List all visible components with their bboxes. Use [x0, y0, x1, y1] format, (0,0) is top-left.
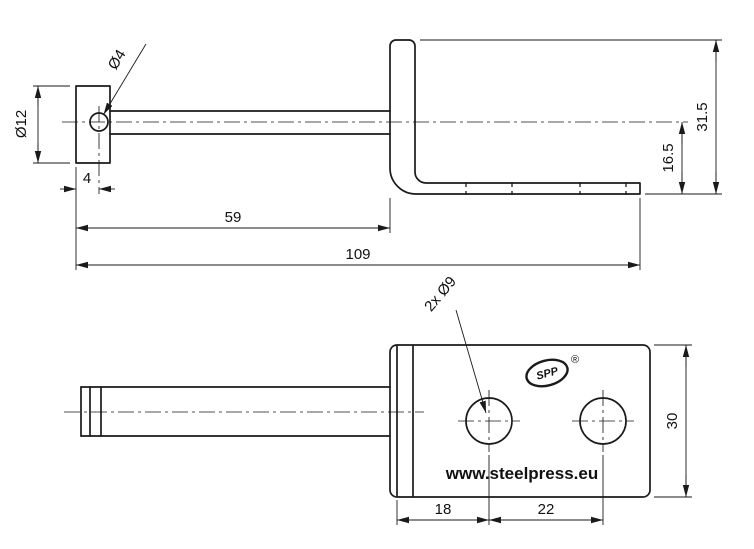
dim-label-rod-length: 59	[225, 209, 242, 226]
dim-rod-length: 59	[75, 167, 391, 270]
dim-holes-note: 2x Ø9	[421, 273, 487, 414]
side-view: Ø4 Ø12 4 59 109	[13, 39, 722, 270]
dim-hole-edge-offset: 4	[60, 170, 115, 193]
plan-view-geometry	[64, 344, 651, 498]
side-view-geometry	[62, 39, 688, 195]
brand-logo: SPP ®	[525, 354, 579, 388]
dim-boss-diameter: Ø12	[13, 85, 70, 164]
registered-mark: ®	[571, 354, 579, 366]
dim-plate-width: 30	[654, 344, 692, 498]
dim-overall-length: 109	[76, 198, 641, 270]
dim-label-overall-height: 31.5	[694, 102, 711, 131]
dim-label-holes-note: 2x Ø9	[421, 273, 460, 315]
dim-label-hole-diameter: Ø4	[105, 47, 130, 73]
mount-plate-outline	[75, 85, 111, 164]
logo-text: SPP	[535, 365, 560, 382]
dim-label-boss-diameter: Ø12	[13, 110, 30, 138]
leader-line	[455, 309, 487, 414]
dim-overall-height: 31.5	[420, 39, 722, 195]
dim-hole-diameter: Ø4	[103, 43, 147, 115]
dim-hole-positions: 18 22	[396, 455, 604, 525]
dim-label-flange-height: 16.5	[660, 143, 677, 172]
website-text: www.steelpress.eu	[445, 464, 598, 483]
plan-view: 2x Ø9 SPP ® www.steelpress.eu 30	[64, 273, 692, 525]
dim-label-overall-length: 109	[345, 246, 370, 263]
dim-label-hole-spacing: 22	[538, 501, 555, 518]
dim-label-plate-width: 30	[664, 413, 681, 430]
dim-label-first-hole-offset: 18	[435, 501, 452, 518]
dim-flange-height: 16.5	[660, 122, 686, 194]
leader-line	[103, 43, 147, 115]
dim-label-hole-edge-offset: 4	[83, 170, 91, 187]
l-bracket-profile	[389, 39, 641, 195]
logo-ellipse	[525, 358, 569, 388]
plate-outline	[389, 344, 651, 498]
